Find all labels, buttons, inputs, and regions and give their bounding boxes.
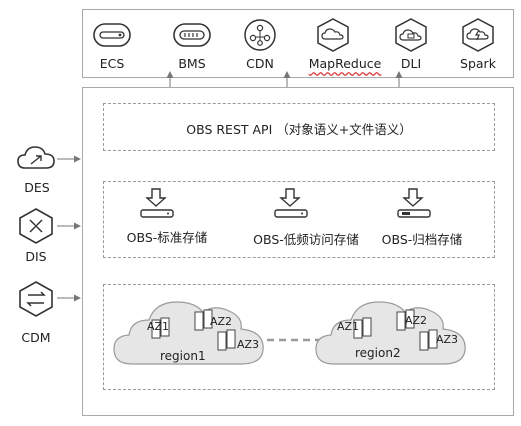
infrequent-storage-icon (274, 188, 308, 218)
cdm-transfer-icon (19, 281, 53, 317)
service-label-des: DES (24, 180, 50, 195)
service-label-spark: Spark (460, 56, 496, 71)
spark-icon (462, 18, 494, 52)
region1-label: region1 (160, 349, 206, 363)
service-label-dli: DLI (400, 56, 422, 71)
cdn-network-icon (244, 19, 276, 51)
bms-server-icon (173, 23, 211, 47)
top-services-panel (82, 9, 514, 78)
mapreduce-cloud-icon (317, 18, 349, 52)
des-cloud-icon (17, 146, 55, 169)
api-box (103, 103, 495, 151)
regions-box (103, 284, 495, 390)
storage-label-infrequent: OBS-低频访问存储 (253, 232, 359, 247)
obs-main-panel (82, 87, 514, 416)
service-label-dis: DIS (25, 249, 47, 264)
region2-label: region2 (355, 346, 401, 360)
region1-az1: AZ1 (147, 320, 170, 333)
service-label-cdn: CDN (246, 56, 274, 71)
dis-icon (19, 208, 53, 244)
archive-storage-icon (397, 188, 431, 218)
service-label-mapreduce: MapReduce (308, 56, 382, 71)
storage-classes-box (103, 181, 495, 258)
storage-label-standard: OBS-标准存储 (126, 230, 208, 245)
dli-cloud-icon (395, 18, 427, 52)
region1-cloud (113, 301, 264, 365)
region2-az1: AZ1 (337, 320, 360, 333)
region1-az3: AZ3 (237, 338, 260, 351)
api-label: OBS REST API （对象语义+文件语义） (186, 122, 412, 137)
service-label-ecs: ECS (99, 56, 125, 71)
service-label-cdm: CDM (21, 330, 51, 345)
region2-az3: AZ3 (436, 333, 459, 346)
region2-cloud (315, 301, 466, 365)
standard-storage-icon (140, 188, 174, 218)
service-label-bms: BMS (178, 56, 206, 71)
storage-label-archive: OBS-归档存储 (381, 232, 463, 247)
region1-az2: AZ2 (210, 315, 233, 328)
region2-az2: AZ2 (405, 314, 428, 327)
ecs-server-icon (93, 23, 131, 47)
